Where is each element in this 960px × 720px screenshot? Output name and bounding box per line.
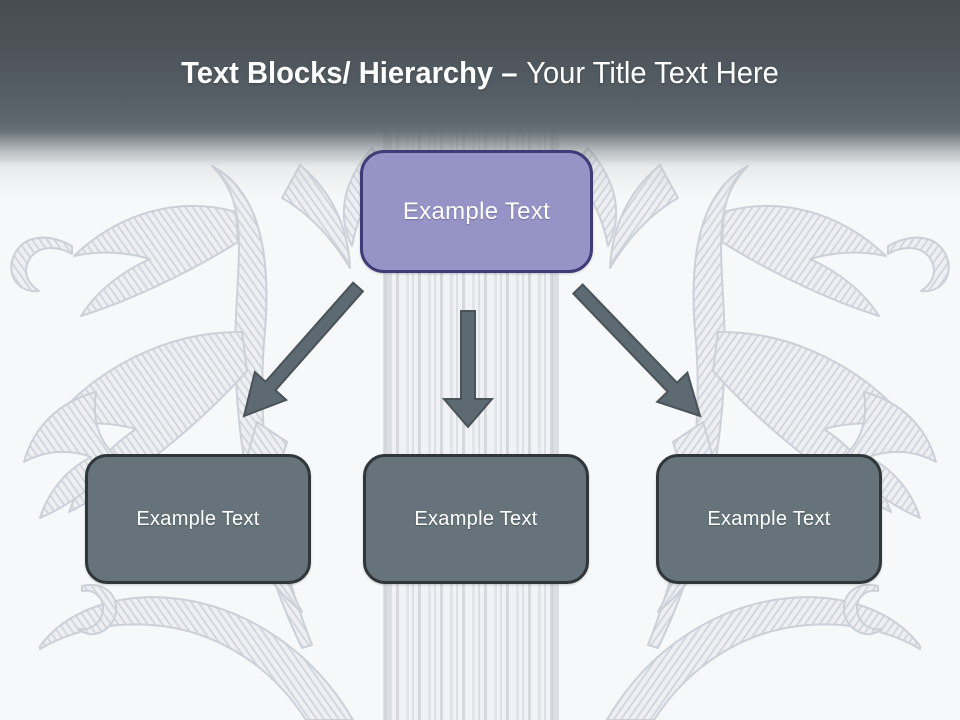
child-node-2-label: Example Text — [414, 507, 538, 530]
child-node-1-label: Example Text — [136, 507, 260, 530]
child-node-3[interactable]: Example Text — [656, 454, 882, 584]
root-node[interactable]: Example Text — [360, 150, 593, 273]
slide-title: Text Blocks/ Hierarchy –Your Title Text … — [29, 50, 931, 96]
child-node-2[interactable]: Example Text — [363, 454, 589, 584]
child-node-3-label: Example Text — [707, 507, 831, 530]
root-node-label: Example Text — [402, 197, 551, 225]
arrow-to-center-child — [441, 310, 495, 429]
arrow-to-right-child — [571, 283, 702, 418]
child-node-1[interactable]: Example Text — [85, 454, 311, 584]
slide-title-bold-segment: Text Blocks/ Hierarchy – — [181, 55, 518, 90]
arrow-to-left-child — [242, 281, 365, 418]
slide-title-regular-segment: Your Title Text Here — [526, 55, 779, 90]
